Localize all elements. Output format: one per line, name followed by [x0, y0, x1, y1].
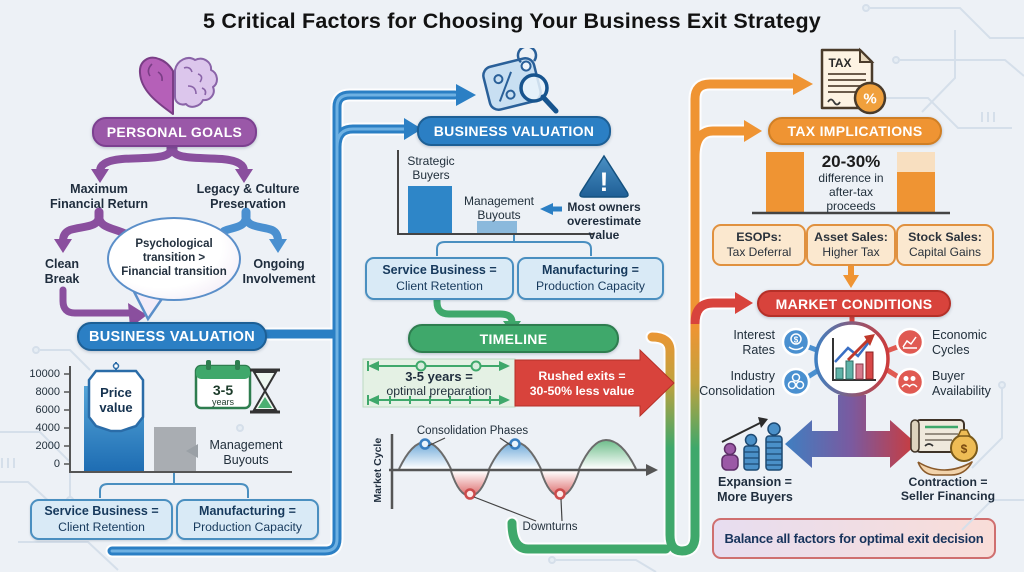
price-tag-magnifier-icon: [482, 48, 559, 114]
mid-valuation-chart: [397, 150, 629, 235]
heart-brain-icon: [138, 56, 218, 115]
growth-chart-icon: [832, 334, 876, 381]
svg-text:3-5: 3-5: [213, 382, 233, 398]
arrow-to-market-pill: [735, 292, 753, 314]
left-manufacturing-box: Manufacturing =Production Capacity: [176, 499, 319, 540]
market-center-circle: [814, 321, 890, 397]
stock-sales-box: Stock Sales:Capital Gains: [896, 224, 994, 266]
arrow-to-valuation-pill: [404, 118, 422, 140]
calendar-hourglass-icon: 3-5 years: [194, 360, 280, 414]
timeline-graphic: [362, 348, 675, 418]
market-cycle-loop: [507, 518, 671, 554]
tax-pill-branch: [690, 126, 745, 158]
mid-service-business-box: Service Business =Client Retention: [365, 257, 514, 300]
optimal-preparation-sub: optimal preparation: [386, 384, 492, 398]
management-buyouts-annotation: Management Buyouts: [209, 438, 283, 467]
svg-text:$: $: [961, 442, 968, 456]
management-buyouts-pointer: [186, 444, 198, 458]
industry-consolidation-icon: [781, 367, 811, 397]
interest-rates-label: Interest Rates: [733, 328, 775, 357]
ytick-0: 0: [53, 458, 60, 470]
ytick-6000: 6000: [35, 404, 60, 416]
expansion-contraction-split-arrow: [785, 395, 917, 468]
arrow-to-tax-pill: [744, 120, 762, 142]
svg-text:TAX: TAX: [828, 56, 851, 70]
optimal-preparation-title: 3-5 years =: [405, 369, 473, 384]
psychological-transition-bubble: Psychological transition > Financial tra…: [107, 217, 241, 301]
svg-text:years: years: [212, 397, 235, 407]
mid-business-valuation-pill: BUSINESS VALUATION: [417, 116, 611, 146]
svg-text:%: %: [863, 91, 876, 108]
tax-implications-pill: TAX IMPLICATIONS: [768, 117, 942, 145]
economic-cycles-label: Economic Cycles: [932, 328, 987, 357]
market-hub: $: [781, 313, 925, 468]
tax-down-arrow: [843, 263, 859, 288]
green-orange-flow-tube: [647, 79, 800, 556]
downturns-label: Downturns: [522, 521, 578, 533]
mid-manufacturing-box: Manufacturing =Production Capacity: [517, 257, 664, 300]
tax-document-icon: TAX %: [820, 47, 887, 115]
market-pill-branch: [690, 298, 736, 325]
arrow-to-tax-icon: [793, 73, 813, 95]
svg-text:$: $: [794, 336, 799, 345]
buyer-availability-label: Buyer Availability: [932, 369, 991, 398]
price-tag: [87, 369, 145, 433]
arrow-to-valuation-icon: [456, 84, 476, 106]
warning-triangle: [579, 154, 629, 198]
expansion-icon: [721, 417, 783, 471]
asset-sales-box: Asset Sales:Higher Tax: [806, 224, 896, 266]
left-valuation-chart: [64, 362, 292, 473]
personal-goals-arrowheads: [54, 169, 253, 328]
economic-cycles-icon: [895, 327, 925, 357]
esops-box: ESOPs:Tax Deferral: [712, 224, 806, 266]
clean-break-label: Clean Break: [44, 257, 80, 286]
overestimate-arrow: [540, 203, 553, 215]
ytick-10000: 10000: [29, 368, 60, 380]
max-financial-return-label: Maximum Financial Return: [50, 182, 148, 211]
timeline-pill: TIMELINE: [408, 324, 619, 353]
market-conditions-pill: MARKET CONDITIONS: [757, 290, 951, 317]
interest-rates-icon: [781, 327, 811, 357]
strategic-buyers-label: Strategic Buyers: [407, 154, 455, 183]
brace-connectors: [99, 234, 592, 498]
consolidation-phases-label: Consolidation Phases: [416, 425, 529, 437]
left-service-business-box: Service Business =Client Retention: [30, 499, 173, 540]
ytick-8000: 8000: [35, 386, 60, 398]
warning-exclamation: !: [600, 167, 609, 197]
balance-footer-box: Balance all factors for optimal exit dec…: [712, 518, 996, 559]
market-cycle-axis-label: Market Cycle: [371, 437, 384, 503]
tax-stat-percent: 20-30%: [821, 152, 881, 171]
expansion-label: Expansion = More Buyers: [717, 475, 793, 504]
market-cycle-wave: [389, 434, 658, 522]
page-title: 5 Critical Factors for Choosing Your Bus…: [203, 9, 821, 33]
buyer-availability-icon: [895, 367, 925, 397]
left-business-valuation-pill: BUSINESS VALUATION: [77, 322, 267, 351]
industry-consolidation-label: Industry Consolidation: [699, 369, 775, 398]
contraction-seller-financing-icon: $: [910, 419, 978, 476]
ongoing-arrowhead: [269, 239, 287, 253]
rushed-exit-arrow: [514, 348, 675, 418]
ongoing-involvement-label: Ongoing Involvement: [242, 257, 316, 286]
personal-goals-branches: [59, 135, 248, 317]
rushed-exits-title: Rushed exits =: [538, 369, 626, 383]
contraction-label: Contraction = Seller Financing: [900, 475, 996, 504]
ytick-2000: 2000: [35, 440, 60, 452]
price-value-tag-label: Price value: [99, 385, 133, 416]
legacy-branches: [220, 207, 282, 245]
tax-chart: [752, 152, 950, 215]
blue-flow-tube: [107, 90, 460, 556]
rushed-exits-sub: 30-50% less value: [529, 384, 635, 398]
most-owners-warning-label: Most owners overestimate value: [566, 200, 642, 243]
mid-management-buyouts-label: Management Buyouts: [463, 194, 535, 223]
personal-goals-pill: PERSONAL GOALS: [92, 117, 257, 147]
tax-stat-desc: difference in after-tax proceeds: [818, 171, 884, 214]
ytick-4000: 4000: [35, 422, 60, 434]
legacy-culture-label: Legacy & Culture Preservation: [196, 182, 300, 211]
